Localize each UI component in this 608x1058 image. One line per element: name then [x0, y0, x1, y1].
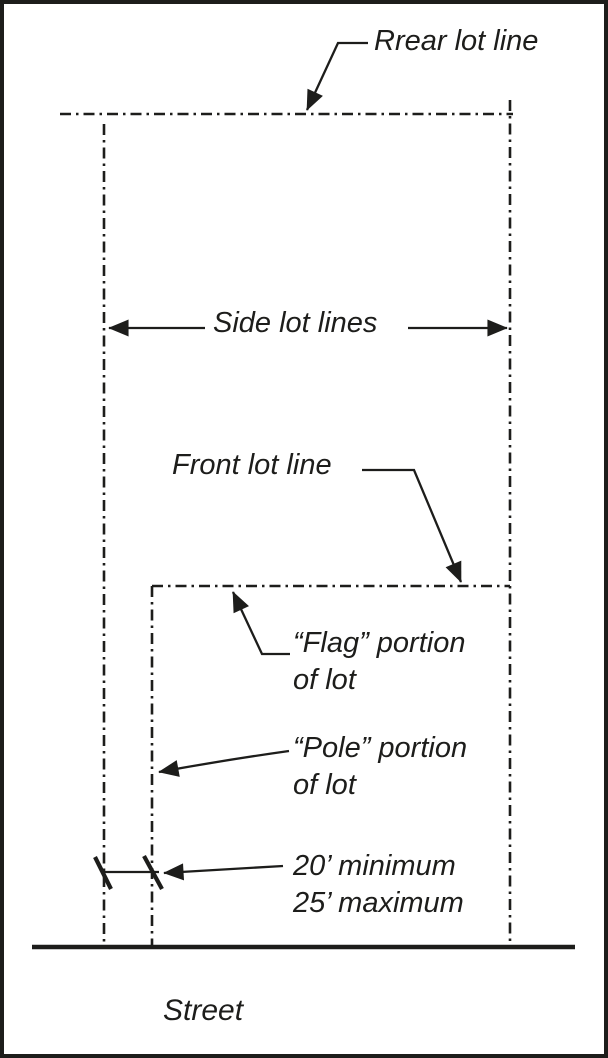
pole-portion-label-line1: “Pole” portion: [293, 732, 468, 764]
flag-portion-label-line2: of lot: [293, 664, 356, 696]
pole-width-dimension-label-line2: 25’ maximum: [293, 887, 464, 919]
street-label: Street: [163, 994, 244, 1027]
side-lot-lines-label: Side lot lines: [213, 307, 378, 339]
rear-lot-line-leader-arrow: [305, 41, 368, 111]
pole-portion-leader-arrow: [158, 749, 290, 777]
flag-portion-leader-arrow: [231, 591, 290, 656]
front-lot-line-leader-arrow: [362, 468, 463, 583]
diagram-linework: [32, 41, 575, 950]
flag-portion-label-line1: “Flag” portion: [293, 627, 466, 659]
pole-width-tick-right: [142, 854, 164, 891]
pole-width-dimension-label-line1: 20’ minimum: [293, 850, 456, 882]
pole-width-leader-arrow: [163, 863, 284, 881]
pole-portion-label-line2: of lot: [293, 769, 356, 801]
rear-lot-line-label: Rrear lot line: [374, 25, 539, 57]
front-lot-line-label: Front lot line: [172, 449, 332, 481]
pole-width-tick-left: [93, 856, 113, 890]
